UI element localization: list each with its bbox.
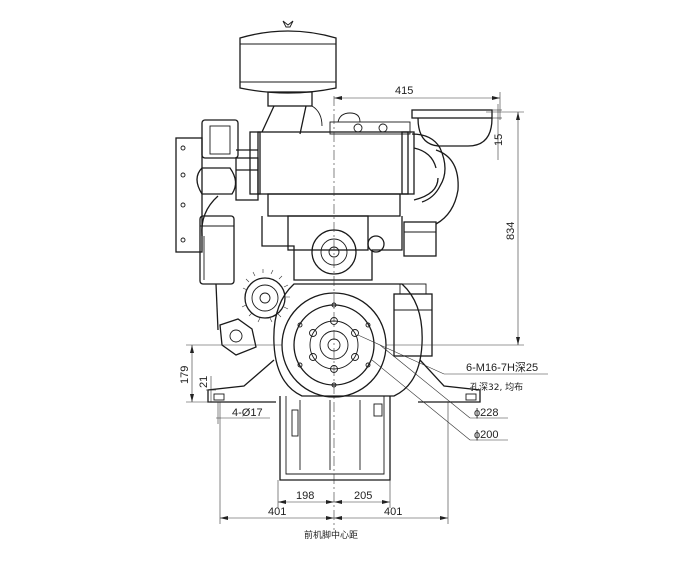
dim-401-right: 401 (384, 506, 402, 518)
dim-198: 198 (296, 490, 314, 502)
front-pulleys (219, 215, 433, 357)
dim-holes: 4-Ø17 (232, 407, 263, 419)
engine-block (249, 112, 415, 281)
flywheel-housing (207, 283, 481, 403)
dim-21: 21 (198, 376, 210, 388)
callout-bolt-line2: 孔深32, 均布 (470, 381, 523, 393)
callout-dia-228: ϕ228 (474, 407, 499, 419)
dim-179: 179 (179, 366, 191, 384)
dim-15: 15 (493, 134, 505, 146)
dim-415: 415 (395, 85, 413, 97)
callout-dia-200: ϕ200 (474, 429, 499, 441)
callout-bolt-line1: 6-M16-7H深25 (466, 361, 538, 374)
exhaust-elbow (403, 109, 493, 257)
dim-205: 205 (354, 490, 372, 502)
oil-sump (279, 396, 391, 481)
left-accessories (175, 119, 259, 331)
caption: 前机脚中心距 (304, 529, 358, 541)
dim-834: 834 (505, 222, 517, 240)
air-filter (239, 20, 337, 135)
dim-401-left: 401 (268, 506, 286, 518)
dimension-lines (186, 92, 548, 524)
